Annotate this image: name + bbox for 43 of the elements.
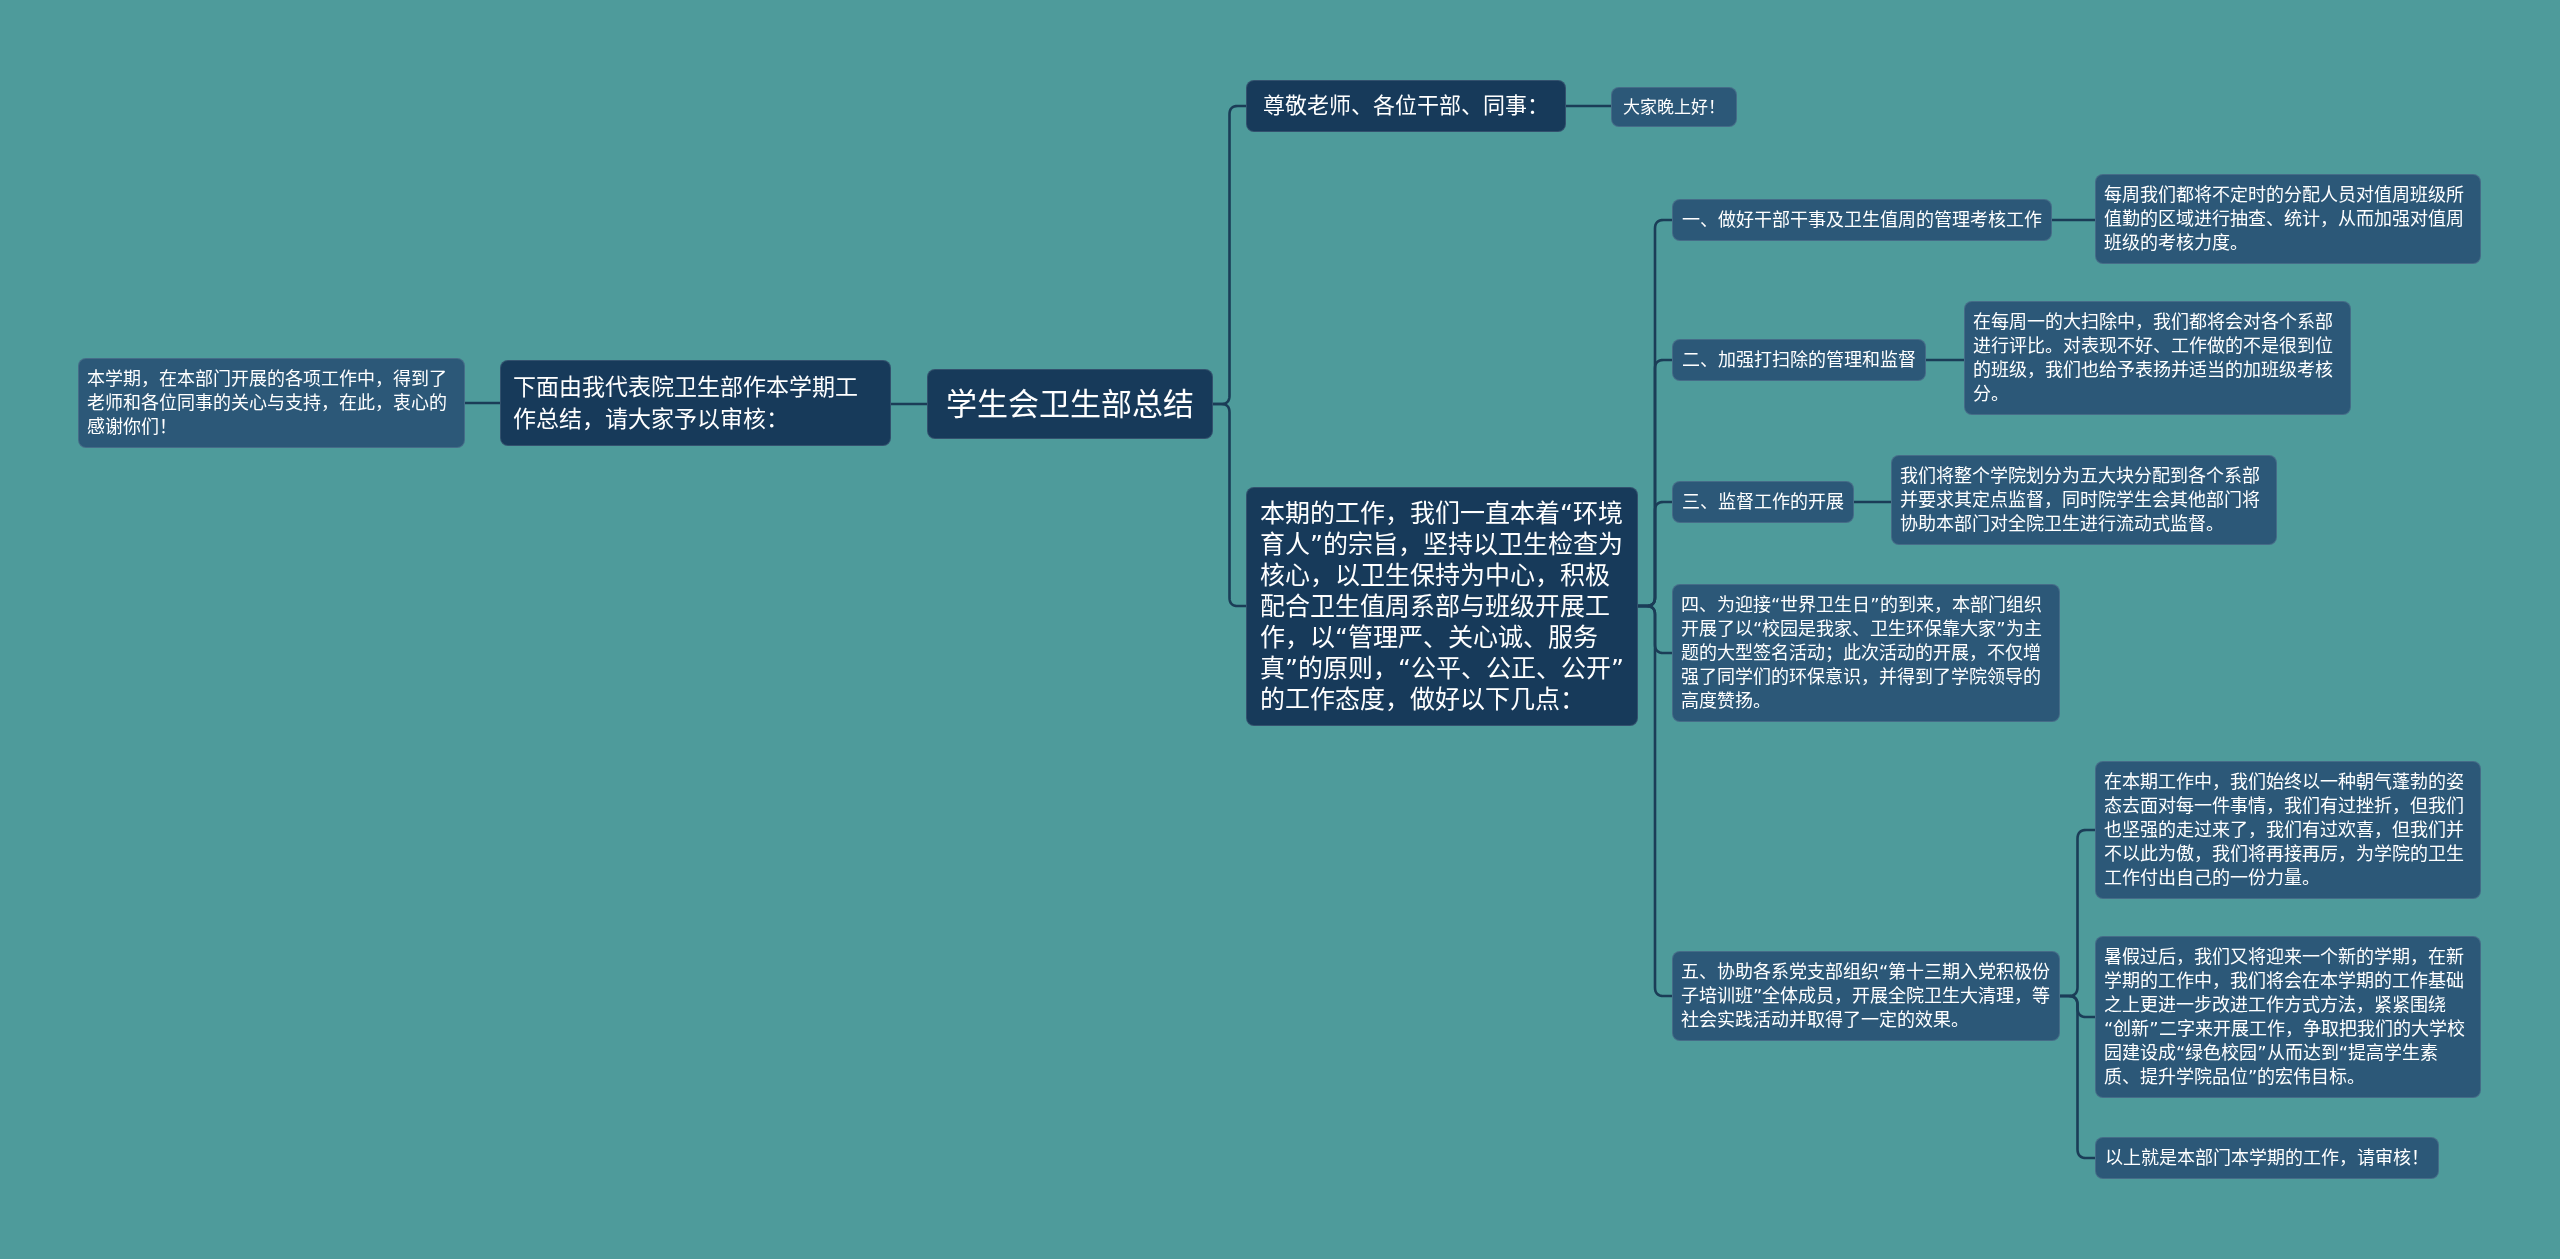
topic-text: 本期的工作，我们一直本着“环境育人”的宗旨，坚持以卫生检查为核心，以卫生保持为中心，积极配合卫生值周系部与班级开展工作，以“管理严、关心诚、服务真”的原则，“公平、公正、公开”的工作态度，做好以下几点： — [1260, 497, 1624, 715]
subtopic — [1672, 584, 2060, 722]
topic-text: 四、为迎接“世界卫生日”的到来，本部门组织开展了以“校园是我家、卫生环保靠大家”为主题的大型签名活动；此次活动的开展，不仅增强了同学们的环保意识，并得到了学院领导的高度赞扬。 — [1681, 593, 2043, 713]
subtopic — [78, 358, 465, 448]
subtopic — [1672, 951, 2060, 1041]
topic-text: 五、协助各系党支部组织“第十三期入党积极份子培训班”全体成员，开展全院卫生大清理，等社会实践活动并取得了一定的效果。 — [1681, 960, 2051, 1032]
topic-text: 以上就是本部门本学期的工作，请审核！ — [2105, 1146, 2429, 1170]
subtopic — [2095, 174, 2481, 264]
topic-text: 一、做好干部干事及卫生值周的管理考核工作 — [1682, 208, 2042, 232]
topic-text: 我们将整个学院划分为五大块分配到各个系部并要求其定点监督，同时院学生会其他部门将协助本部门对全院卫生进行流动式监督。 — [1900, 464, 2261, 536]
subtopic — [2095, 761, 2481, 899]
topic-text: 学生会卫生部总结 — [946, 385, 1194, 424]
subtopic — [1672, 339, 1926, 381]
topic-text: 在每周一的大扫除中，我们都将会对各个系部进行评比。对表现不好、工作做的不是很到位的班级，我们也给予表扬并适当的加班级考核分。 — [1973, 310, 2334, 406]
subtopic — [1672, 199, 2052, 241]
connector-line — [465, 401, 500, 405]
main-topic — [1246, 486, 1638, 726]
topic-text: 本学期，在本部门开展的各项工作中，得到了老师和各位同事的关心与支持，在此，衷心的感谢你们！ — [87, 367, 448, 439]
topic-text: 二、加强打扫除的管理和监督 — [1682, 348, 1916, 372]
subtopic — [1611, 87, 1737, 127]
connector-line — [2060, 994, 2095, 1160]
subtopic — [1672, 481, 1854, 523]
connector-line — [1926, 358, 1964, 362]
topic-text: 每周我们都将不定时的分配人员对值周班级所值勤的区域进行抽查、统计，从而加强对值周班级的考核力度。 — [2104, 183, 2465, 255]
main-topic — [500, 360, 891, 446]
main-topic — [1246, 80, 1566, 132]
topic-text: 三、监督工作的开展 — [1682, 490, 1844, 514]
connector-line — [2052, 218, 2095, 222]
connector-line — [1638, 604, 1672, 998]
topic-text: 在本期工作中，我们始终以一种朝气蓬勃的姿态去面对每一件事情，我们有过挫折，但我们也坚强的走过来了，我们有过欢喜，但我们并不以此为傲，我们将再接再厉，为学院的卫生工作付出自己的一份力量。 — [2104, 770, 2465, 890]
connector-line — [891, 402, 927, 406]
subtopic — [1891, 455, 2277, 545]
topic-text: 大家晚上好！ — [1623, 96, 1725, 119]
connector-line — [1213, 402, 1246, 608]
subtopic — [1964, 301, 2351, 415]
connector-line — [1566, 104, 1611, 108]
topic-text: 暑假过后，我们又将迎来一个新的学期，在新学期的工作中，我们将会在本学期的工作基础之上更进一步改进工作方式方法，紧紧围绕“创新”二字来开展工作，争取把我们的大学校园建设成“绿色校园”从而达到“提高学生素质、提升学院品位”的宏伟目标。 — [2104, 945, 2466, 1089]
central-topic — [927, 369, 1213, 439]
topic-text: 下面由我代表院卫生部作本学期工作总结，请大家予以审核： — [513, 373, 859, 434]
connector-line — [1854, 500, 1891, 504]
topic-text: 尊敬老师、各位干部、同事： — [1263, 92, 1549, 120]
subtopic — [2095, 936, 2481, 1098]
subtopic — [2095, 1137, 2439, 1179]
